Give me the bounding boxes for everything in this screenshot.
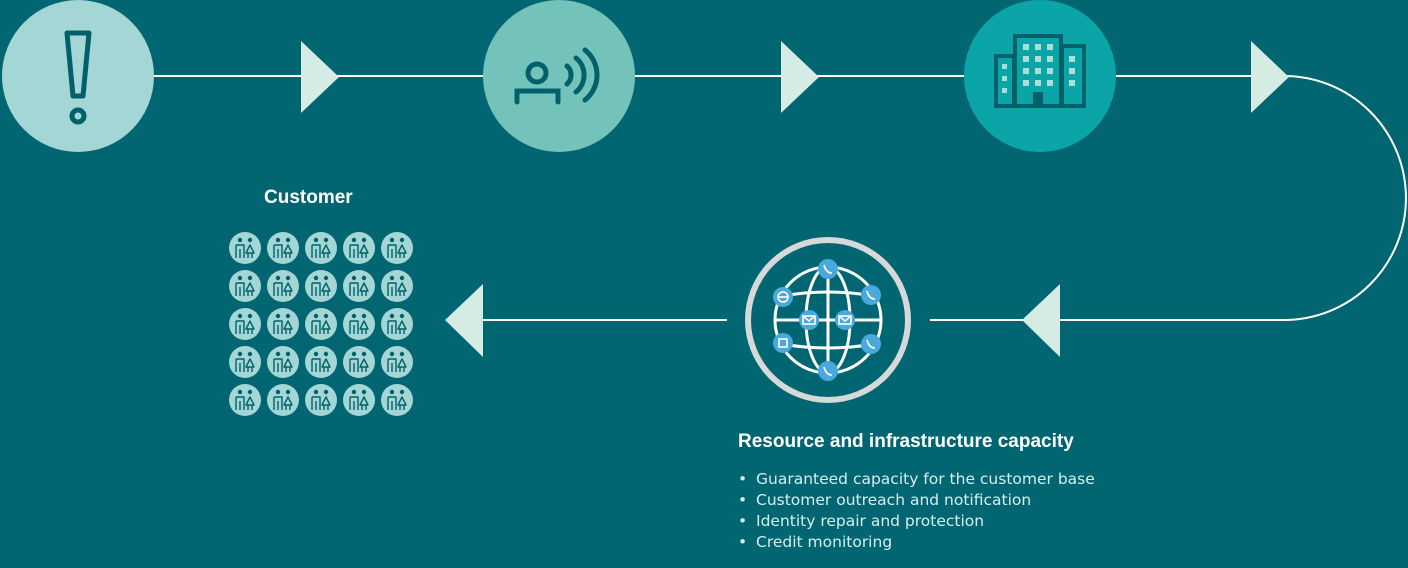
phone-icon: [818, 361, 838, 381]
arrow-right-icon: [301, 41, 339, 113]
people-icon: [229, 232, 261, 264]
people-icon: [267, 346, 299, 378]
people-icon: [305, 384, 337, 416]
bullet-item: Identity repair and protection: [738, 511, 1095, 532]
phone-icon: [861, 285, 881, 305]
resource-bullet-list: Guaranteed capacity for the customer bas…: [738, 469, 1095, 553]
contact-circle: [483, 0, 635, 152]
people-icon: [381, 384, 413, 416]
people-icon: [343, 346, 375, 378]
people-icon: [305, 270, 337, 302]
arrow-right-icon: [781, 41, 819, 113]
people-icon: [267, 232, 299, 264]
network-nodes: [773, 259, 881, 381]
people-icon: [229, 308, 261, 340]
exclamation-icon: [64, 30, 92, 125]
building-icon: [994, 34, 1086, 108]
phone-icon: [818, 259, 838, 279]
resource-title: Resource and infrastructure capacity: [738, 431, 1074, 452]
bullet-item: Customer outreach and notification: [738, 490, 1095, 511]
people-icon: [267, 384, 299, 416]
people-icon: [305, 308, 337, 340]
people-icon: [381, 346, 413, 378]
phone-icon: [861, 334, 881, 354]
person-broadcast-icon: [514, 47, 600, 105]
people-icon: [343, 232, 375, 264]
people-icon: [305, 346, 337, 378]
arrow-right-icon: [1251, 41, 1289, 113]
people-icon: [267, 308, 299, 340]
people-icon: [381, 308, 413, 340]
curved-connector: [1283, 75, 1407, 321]
people-icon: [229, 384, 261, 416]
people-icon: [381, 270, 413, 302]
connector-lines: [153, 75, 1407, 321]
contact-node: [483, 0, 635, 152]
bullet-item: Guaranteed capacity for the customer bas…: [738, 469, 1095, 490]
arrows: [301, 41, 1289, 357]
organization-circle: [964, 0, 1116, 152]
customer-title: Customer: [264, 187, 353, 208]
people-icon: [305, 232, 337, 264]
network-node: [745, 237, 911, 403]
bullet-item: Credit monitoring: [738, 532, 1095, 553]
people-icon: [343, 270, 375, 302]
people-icon: [381, 232, 413, 264]
alert-circle: [2, 0, 154, 152]
globe-network-icon: [773, 265, 883, 375]
organization-node: [964, 0, 1116, 152]
arrow-left-icon: [1022, 284, 1060, 357]
customer-grid: [229, 232, 413, 416]
network-ring: [745, 237, 911, 403]
people-icon: [343, 308, 375, 340]
alert-node: [2, 0, 154, 152]
people-icon: [229, 346, 261, 378]
people-icon: [229, 270, 261, 302]
people-icon: [267, 270, 299, 302]
arrow-left-icon: [445, 284, 483, 357]
chip-icon: [773, 333, 793, 353]
people-icon: [343, 384, 375, 416]
